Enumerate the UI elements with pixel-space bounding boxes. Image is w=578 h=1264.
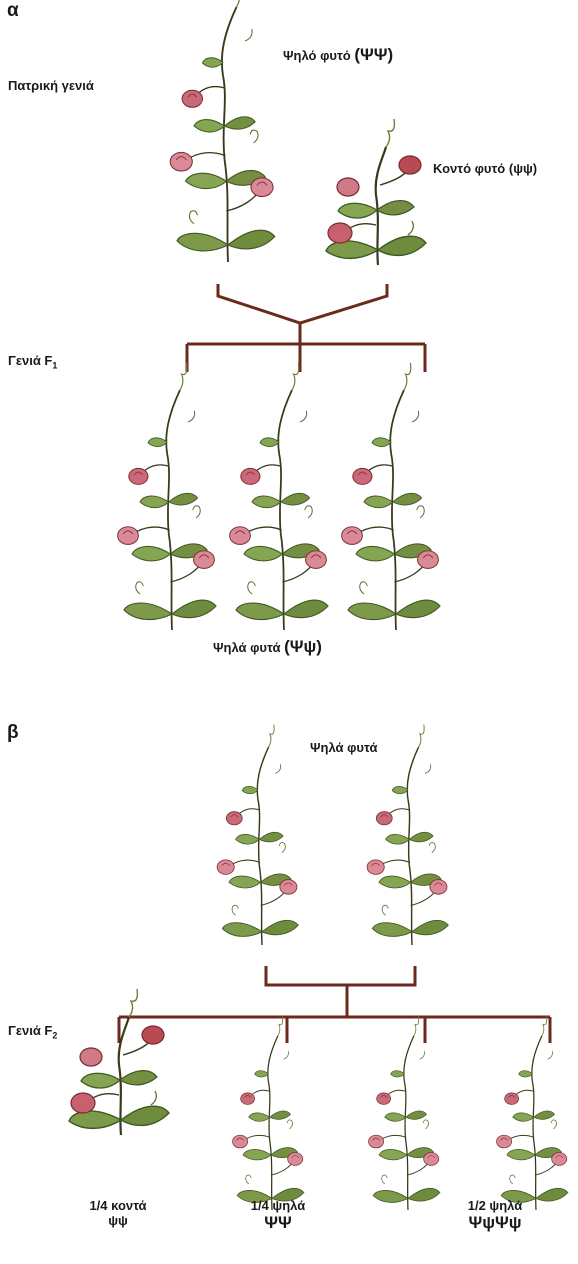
- short-parent-label: Κοντό φυτό (ψψ): [433, 161, 537, 176]
- f2-tall-plant-3: [497, 1016, 568, 1210]
- cross-lines-a: [187, 284, 425, 372]
- f1-label-text: Γενιά F: [8, 353, 52, 368]
- panel-b-letter: β: [7, 722, 19, 744]
- f2-generation-label: Γενιά F2: [8, 1023, 57, 1041]
- tall-parent-label: Ψηλό φυτό (ΨΨ): [283, 45, 393, 65]
- f1-result-text: Ψηλά φυτά: [213, 640, 280, 655]
- f1-plant-3: [342, 363, 440, 630]
- f2-label-subscript: 2: [52, 1031, 57, 1041]
- f1-result-genotype: (Ψψ): [284, 637, 322, 656]
- tall-parent-plant: [170, 0, 275, 262]
- outcome-fraction: 1/2 ψηλά: [445, 1198, 545, 1213]
- f2-tall-plant-1: [233, 1016, 304, 1210]
- outcome-tall-homozygous: 1/4 ψηλά ΨΨ: [238, 1198, 318, 1233]
- short-parent-plant: [326, 119, 426, 265]
- outcome-tall-heterozygous: 1/2 ψηλά ΨψΨψ: [445, 1198, 545, 1233]
- f1-generation-label: Γενιά F1: [8, 353, 57, 371]
- short-parent-text: Κοντό φυτό: [433, 161, 505, 176]
- parental-generation-label: Πατρική γενιά: [8, 78, 94, 93]
- b-parent-plant-1: [217, 725, 298, 945]
- b-parent-plant-2: [367, 725, 448, 945]
- tall-parent-genotype: (ΨΨ): [354, 45, 393, 64]
- f2-tall-plant-2: [369, 1016, 440, 1210]
- f2-short-plant: [69, 989, 169, 1135]
- f1-label-subscript: 1: [52, 361, 57, 371]
- f1-plant-2: [230, 363, 328, 630]
- tall-parent-text: Ψηλό φυτό: [283, 48, 351, 63]
- f1-result-label: Ψηλά φυτά (Ψψ): [213, 637, 322, 657]
- outcome-genotype: ΨψΨψ: [445, 1213, 545, 1233]
- panel-a-letter: α: [7, 0, 19, 22]
- f2-label-text: Γενιά F: [8, 1023, 52, 1038]
- outcome-genotype: ΨΨ: [238, 1213, 318, 1233]
- outcome-fraction: 1/4 ψηλά: [238, 1198, 318, 1213]
- f1-plant-1: [118, 363, 216, 630]
- b-parents-label: Ψηλά φυτά: [310, 740, 377, 755]
- outcome-genotype: ψψ: [78, 1213, 158, 1228]
- short-parent-genotype: (ψψ): [509, 161, 537, 176]
- cross-lines-b: [119, 966, 550, 1043]
- outcome-fraction: 1/4 κοντά: [78, 1198, 158, 1213]
- outcome-short: 1/4 κοντά ψψ: [78, 1198, 158, 1228]
